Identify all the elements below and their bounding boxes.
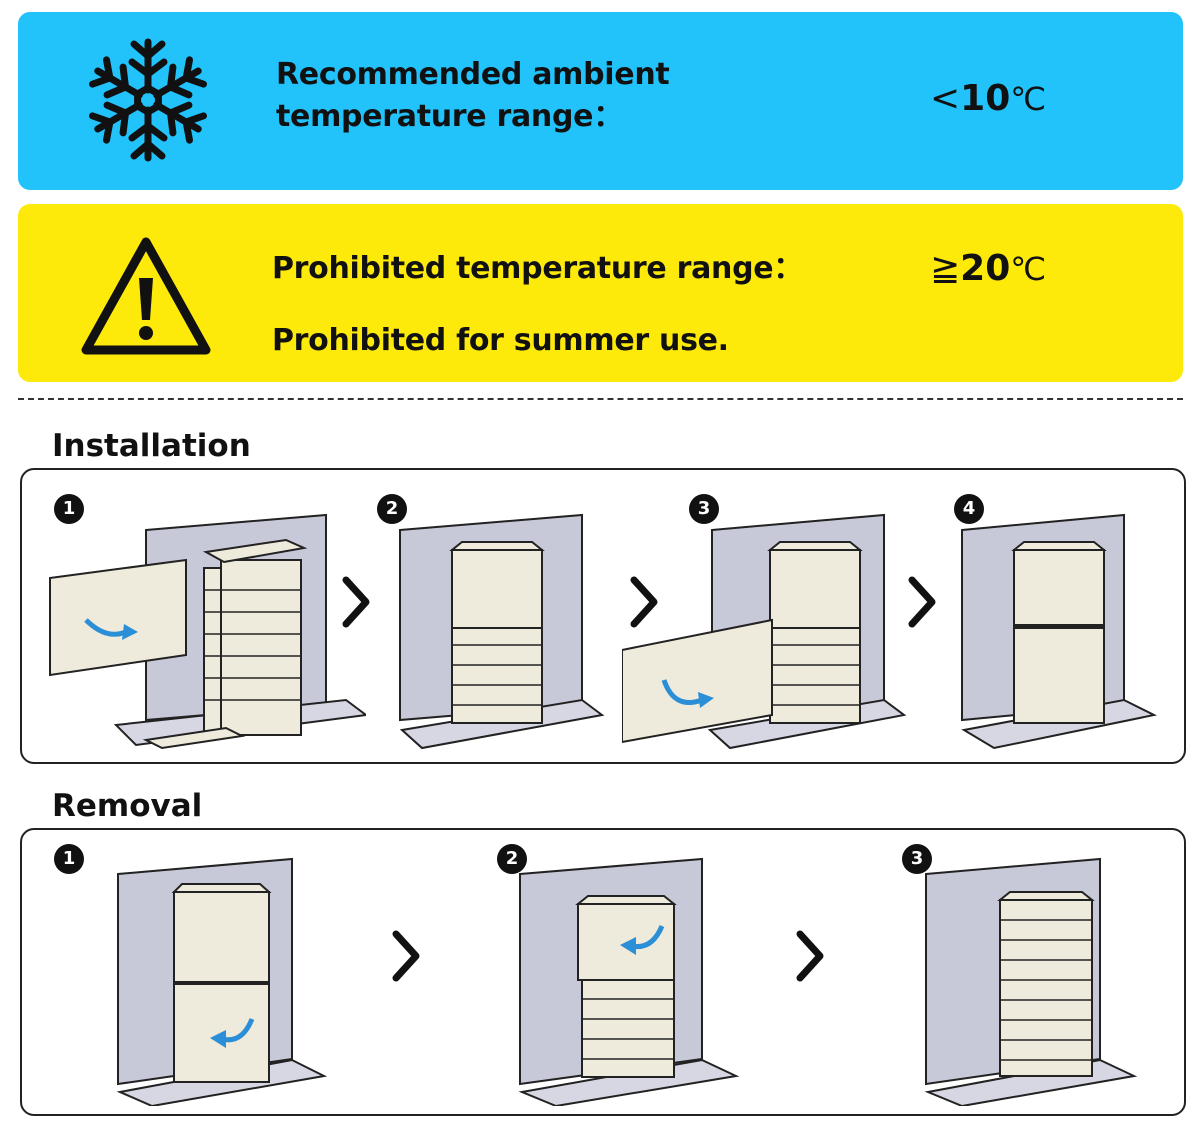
installation-step-4-number: 4 [954, 494, 984, 524]
prohibited-number: 20 [960, 248, 1011, 289]
prohibited-note: Prohibited for summer use. [272, 323, 729, 358]
celsius-unit: ℃ [1010, 250, 1047, 288]
snowflake-icon [78, 38, 218, 170]
removal-step-2-illustration [518, 857, 740, 1106]
installation-step-1-illustration [49, 513, 366, 750]
recommended-label-line2: temperature range： [276, 99, 623, 134]
installation-step-3-number: 3 [689, 494, 719, 524]
installation-step-3-illustration [622, 513, 907, 750]
removal-next-arrow-2 [796, 930, 824, 982]
recommended-value: <10℃ [930, 78, 1046, 119]
prohibited-value: ≧20℃ [930, 248, 1046, 289]
installation-step-2-illustration [399, 513, 605, 750]
installation-step-2-number: 2 [377, 494, 407, 524]
removal-step-1-number: 1 [54, 844, 84, 874]
removal-title: Removal [52, 788, 203, 824]
dashed-divider [18, 398, 1183, 400]
less-than-symbol: < [930, 78, 961, 119]
celsius-unit: ℃ [1010, 80, 1047, 118]
removal-panel: 1 2 3 [20, 828, 1186, 1116]
greater-equal-symbol: ≧ [930, 248, 961, 289]
installation-title: Installation [52, 428, 251, 464]
prohibited-label: Prohibited temperature range： [272, 251, 804, 286]
recommended-label-line1: Recommended ambient [276, 57, 670, 92]
installation-step-1-number: 1 [54, 494, 84, 524]
removal-step-3-number: 3 [902, 844, 932, 874]
installation-panel: 1 2 3 [20, 468, 1186, 764]
installation-next-arrow-1 [342, 576, 370, 628]
removal-step-1-illustration [116, 857, 328, 1106]
removal-next-arrow-1 [392, 930, 420, 982]
recommended-number: 10 [960, 78, 1011, 119]
removal-step-3-illustration [924, 857, 1138, 1106]
warning-icon [81, 237, 211, 355]
removal-step-2-number: 2 [497, 844, 527, 874]
recommended-temperature-banner: Recommended ambient temperature range： <… [18, 12, 1183, 190]
installation-next-arrow-2 [630, 576, 658, 628]
prohibited-temperature-banner: Prohibited temperature range： Prohibited… [18, 204, 1183, 382]
installation-next-arrow-3 [908, 576, 936, 628]
installation-step-4-illustration [961, 513, 1158, 750]
